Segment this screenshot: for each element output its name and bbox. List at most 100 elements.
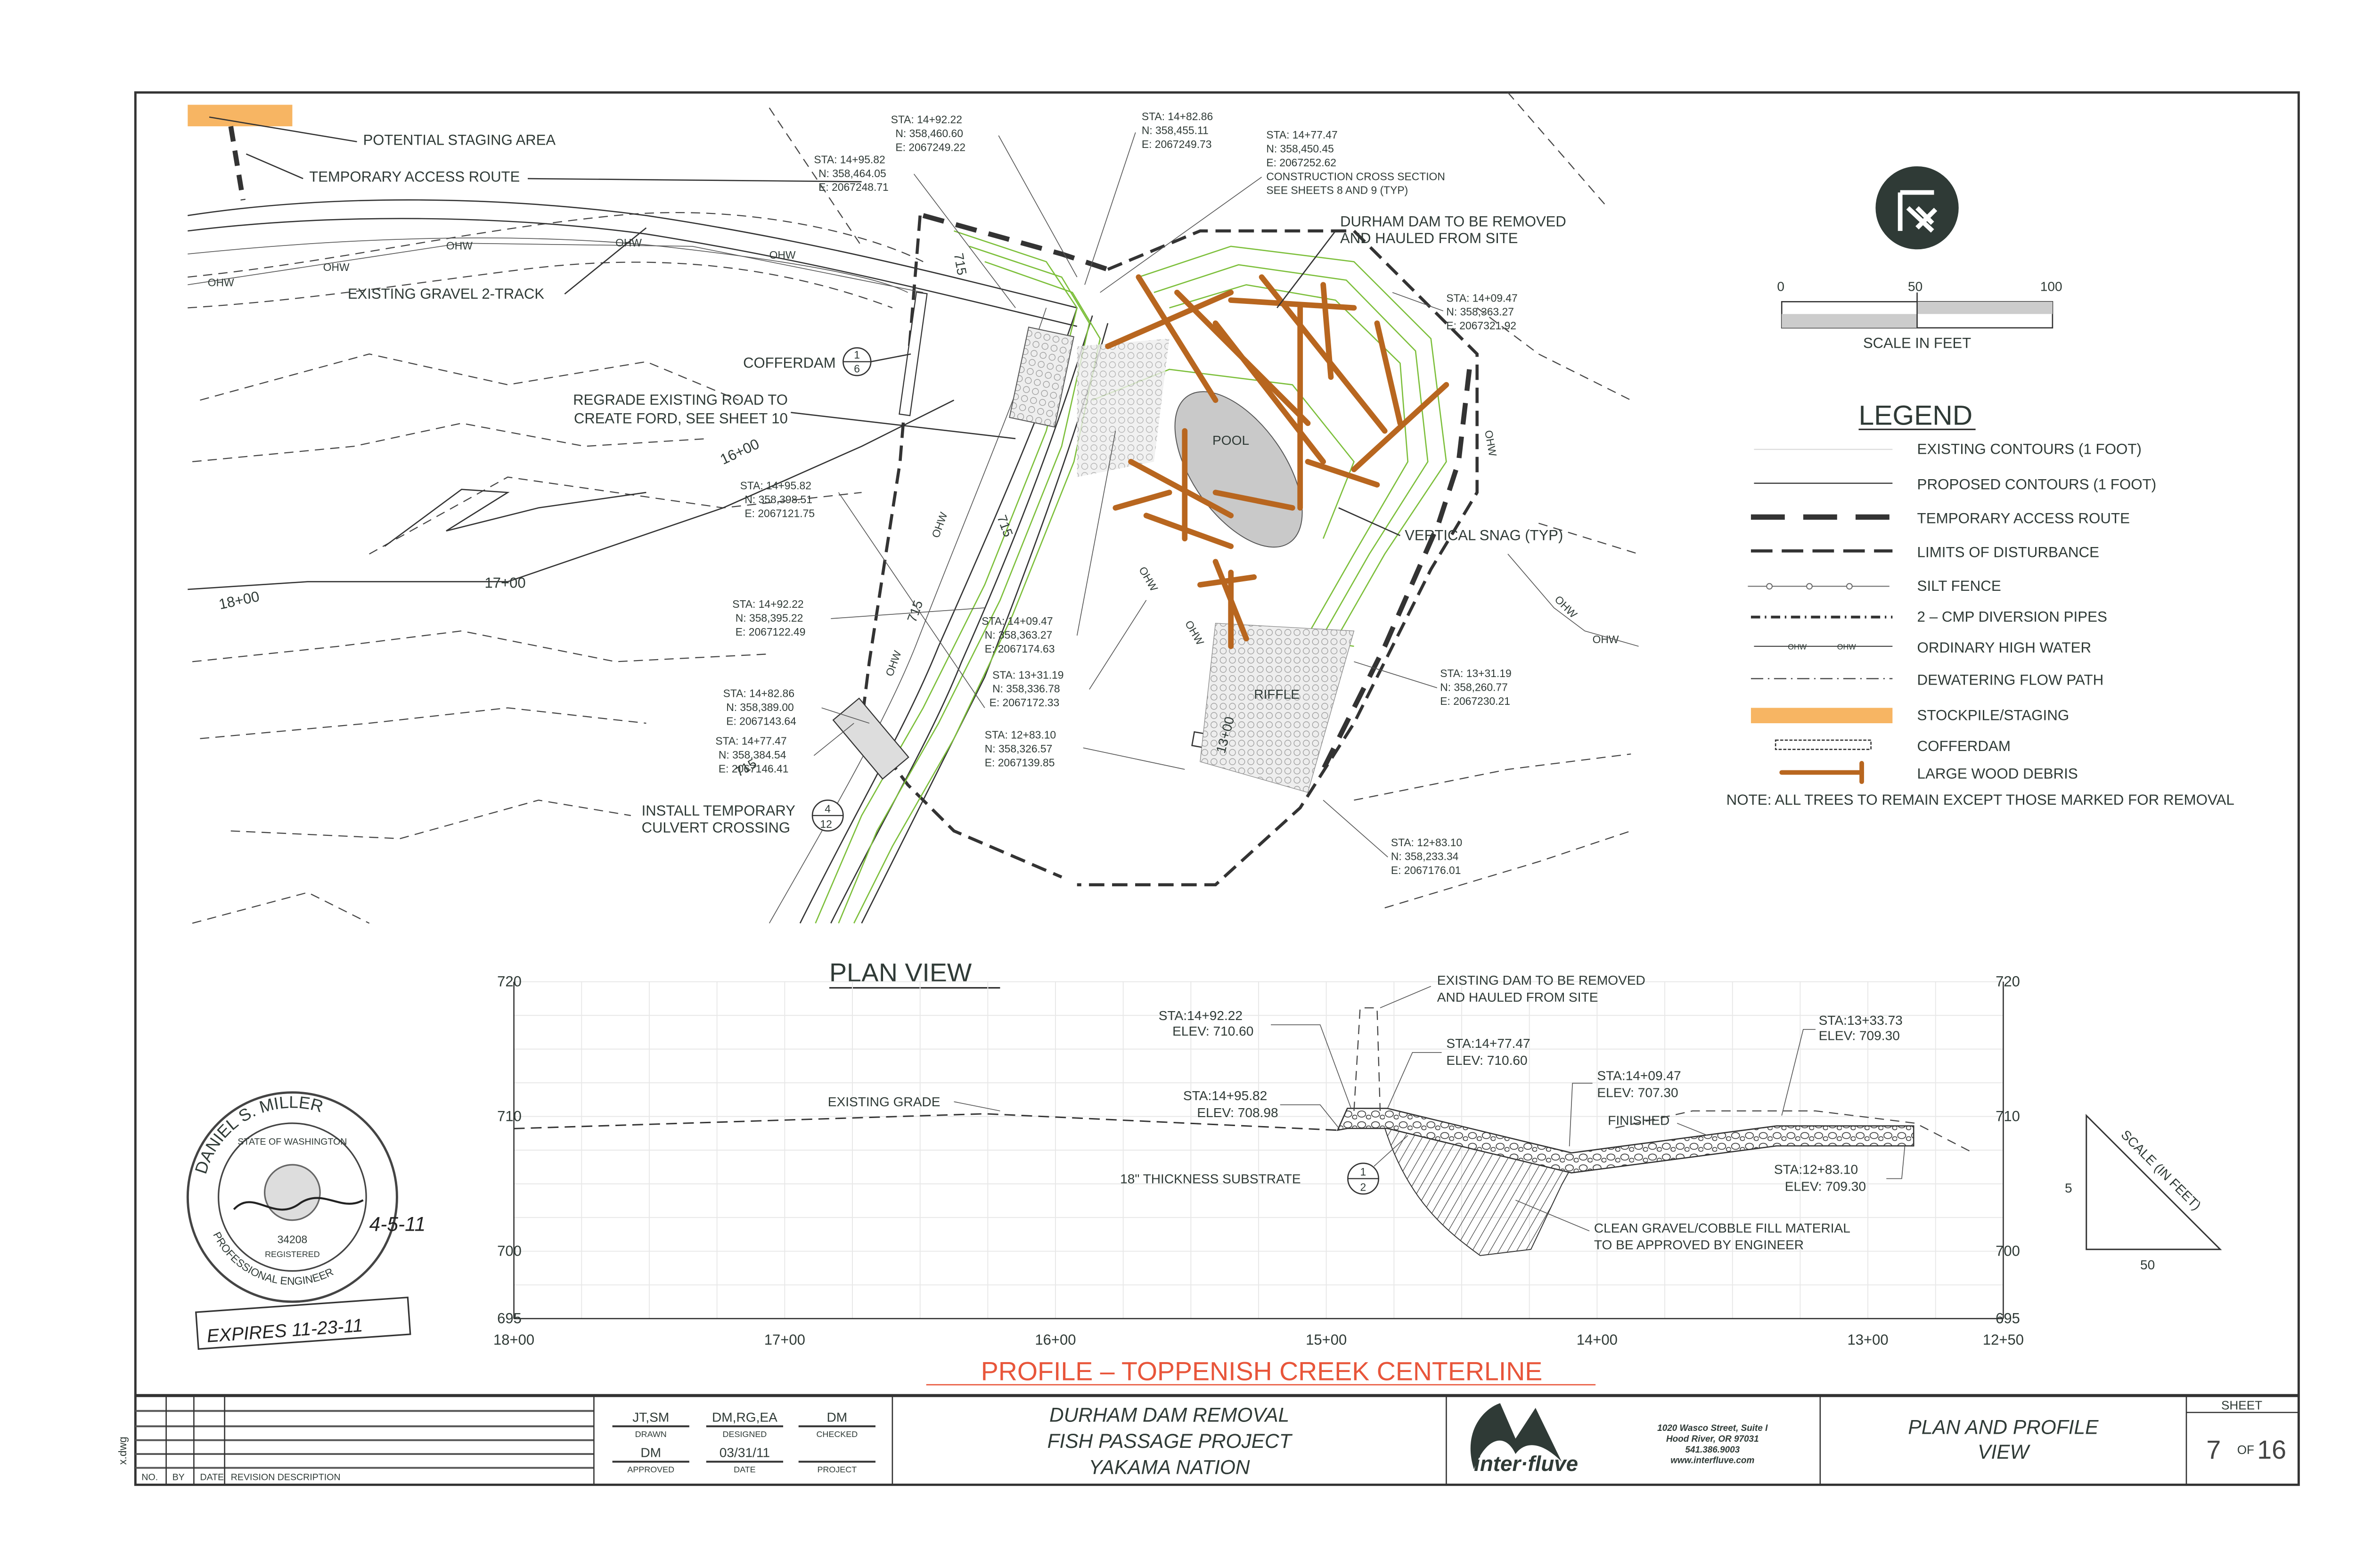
x-tick-label: 12+50 <box>1983 1331 2024 1348</box>
svg-text:E: 2067249.22: E: 2067249.22 <box>895 141 965 153</box>
svg-text:34208: 34208 <box>278 1233 308 1246</box>
staging-area <box>188 105 293 127</box>
project-title-1: DURHAM DAM REMOVAL <box>1049 1404 1289 1426</box>
svg-text:LARGE WOOD DEBRIS: LARGE WOOD DEBRIS <box>1917 766 2078 782</box>
svg-text:6: 6 <box>854 363 860 375</box>
svg-text:REVISION DESCRIPTION: REVISION DESCRIPTION <box>231 1472 341 1483</box>
svg-text:STA:14+09.47: STA:14+09.47 <box>1597 1069 1681 1083</box>
svg-text:STA:14+95.82: STA:14+95.82 <box>1183 1088 1267 1103</box>
plan-view: OHW OHW OHW OHW OHW OHW OHW OHW OHW OHW … <box>188 92 1639 924</box>
svg-text:N: 358,363.27: N: 358,363.27 <box>985 629 1053 641</box>
svg-text:STA: 14+09.47: STA: 14+09.47 <box>1446 292 1517 304</box>
svg-text:N: 358,260.77: N: 358,260.77 <box>1440 681 1508 693</box>
svg-text:DM,RG,EA: DM,RG,EA <box>712 1410 777 1424</box>
sheet-total: 16 <box>2257 1435 2286 1464</box>
svg-text:TEMPORARY ACCESS ROUTE: TEMPORARY ACCESS ROUTE <box>1917 510 2130 527</box>
svg-text:N: 358,450.45: N: 358,450.45 <box>1266 143 1334 155</box>
svg-text:OHW: OHW <box>323 261 350 273</box>
culvert-label-1: INSTALL TEMPORARY <box>642 802 795 819</box>
engineer-seal: DANIEL S. MILLER PROFESSIONAL ENGINEER S… <box>186 1091 425 1350</box>
sheet-title-2: VIEW <box>1978 1441 2030 1463</box>
dam-label-1: DURHAM DAM TO BE REMOVED <box>1340 213 1566 229</box>
x-tick-label: 14+00 <box>1577 1331 1618 1348</box>
svg-text:1020 Wasco Street, Suite I: 1020 Wasco Street, Suite I <box>1657 1423 1768 1433</box>
svg-text:STOCKPILE/STAGING: STOCKPILE/STAGING <box>1917 707 2070 723</box>
svg-text:PROJECT: PROJECT <box>817 1465 857 1474</box>
gravel-track-label: EXISTING GRAVEL 2-TRACK <box>348 286 544 302</box>
title-block: NO. BY DATE REVISION DESCRIPTION JT,SM D… <box>135 1394 2299 1485</box>
svg-text:NO.: NO. <box>141 1472 158 1483</box>
svg-text:E: 2067321.92: E: 2067321.92 <box>1446 319 1516 332</box>
svg-text:CHECKED: CHECKED <box>816 1429 858 1439</box>
svg-text:DM: DM <box>640 1446 661 1460</box>
svg-text:DATE: DATE <box>200 1472 224 1483</box>
callout-2: STA: 14+95.82 N: 358,464.05E: 2067248.71 <box>814 153 888 193</box>
access-route-label: TEMPORARY ACCESS ROUTE <box>309 169 520 185</box>
svg-text:N: 358,464.05: N: 358,464.05 <box>818 167 886 180</box>
svg-text:STA:14+92.22: STA:14+92.22 <box>1159 1008 1243 1023</box>
svg-text:1: 1 <box>854 349 860 361</box>
culvert-crossing <box>832 697 909 780</box>
project-title-3: YAKAMA NATION <box>1089 1456 1250 1478</box>
y-tick-label-left: 720 <box>497 973 522 989</box>
svg-text:OHW: OHW <box>208 277 234 289</box>
svg-text:N: 358,384.54: N: 358,384.54 <box>719 749 786 761</box>
x-tick-label: 17+00 <box>764 1331 805 1348</box>
y-tick-label-right: 700 <box>1996 1242 2020 1259</box>
regrade-label-2: CREATE FORD, SEE SHEET 10 <box>574 410 788 426</box>
profile-title: PROFILE – TOPPENISH CREEK CENTERLINE <box>981 1356 1543 1386</box>
svg-text:2 – CMP DIVERSION PIPES: 2 – CMP DIVERSION PIPES <box>1917 609 2107 625</box>
x-tick-label: 18+00 <box>493 1331 534 1348</box>
svg-text:STATE OF WASHINGTON: STATE OF WASHINGTON <box>237 1137 347 1147</box>
svg-text:CLEAN GRAVEL/COBBLE FILL MATER: CLEAN GRAVEL/COBBLE FILL MATERIAL <box>1594 1221 1850 1235</box>
svg-text:Hood River, OR 97031: Hood River, OR 97031 <box>1666 1434 1759 1444</box>
svg-text:715: 715 <box>951 252 970 277</box>
svg-text:www.interfluve.com: www.interfluve.com <box>1670 1456 1754 1466</box>
callout-7: STA: 12+83.10N: 358,233.34E: 2067176.01 <box>1391 836 1462 876</box>
vertical-snag-label: VERTICAL SNAG (TYP) <box>1405 527 1563 543</box>
svg-text:STA: 14+77.47: STA: 14+77.47 <box>1266 129 1337 141</box>
svg-text:AND HAULED FROM SITE: AND HAULED FROM SITE <box>1437 990 1598 1004</box>
svg-text:CONSTRUCTION CROSS SECTION: CONSTRUCTION CROSS SECTION <box>1266 170 1445 182</box>
svg-text:E: 2067146.41: E: 2067146.41 <box>719 763 789 775</box>
svg-text:N: 358,233.34: N: 358,233.34 <box>1391 850 1459 863</box>
svg-text:E: 2067172.33: E: 2067172.33 <box>990 696 1060 709</box>
y-tick-label-left: 710 <box>497 1108 522 1124</box>
gravel-area <box>1077 338 1170 477</box>
riffle-label: RIFFLE <box>1254 687 1300 702</box>
callout-14: STA: 12+83.10N: 358,326.57E: 2067139.85 <box>985 729 1056 769</box>
svg-text:STA: 14+95.82: STA: 14+95.82 <box>814 153 885 165</box>
svg-text:17+00: 17+00 <box>485 575 526 591</box>
callout-4: STA: 14+77.47N: 358,450.45E: 2067252.62C… <box>1266 129 1445 196</box>
dam-structure <box>1009 327 1075 428</box>
svg-text:OHW: OHW <box>446 239 473 252</box>
callout-8: STA: 14+95.82N: 358,398.51E: 2067121.75 <box>740 480 815 520</box>
svg-text:N: 358,389.00: N: 358,389.00 <box>726 701 794 713</box>
large-wood-debris <box>1105 274 1449 649</box>
station-callouts: STA: 14+92.22N: 358,460.60E: 2067249.22 … <box>715 110 1517 876</box>
svg-text:OHW: OHW <box>1137 564 1161 594</box>
callout-12: STA: 14+09.47N: 358,363.27E: 2067174.63 <box>982 615 1055 655</box>
svg-text:50: 50 <box>1908 279 1922 294</box>
svg-text:REGISTERED: REGISTERED <box>265 1250 320 1259</box>
legend-title: LEGEND <box>1858 400 1972 431</box>
svg-text:SILT FENCE: SILT FENCE <box>1917 578 2001 594</box>
svg-text:N: 358,398.51: N: 358,398.51 <box>744 493 812 506</box>
svg-text:APPROVED: APPROVED <box>627 1465 674 1474</box>
svg-text:OF: OF <box>2237 1443 2254 1457</box>
callout-11: STA: 14+77.47N: 358,384.54E: 2067146.41 <box>715 735 788 775</box>
svg-text:1: 1 <box>1360 1166 1366 1178</box>
callout-10: STA: 14+82.86N: 358,389.00 E: 2067143.64 <box>723 687 796 727</box>
svg-text:E: 2067176.01: E: 2067176.01 <box>1391 864 1461 876</box>
svg-text:STA: 14+82.86: STA: 14+82.86 <box>723 687 794 700</box>
y-tick-label-right: 720 <box>1996 973 2020 989</box>
svg-text:E: 2067248.71: E: 2067248.71 <box>818 181 889 193</box>
svg-text:inter·fluve: inter·fluve <box>1474 1452 1578 1476</box>
callout-5: STA: 14+09.47N: 358,363.27E: 2067321.92 <box>1446 292 1517 332</box>
svg-text:50: 50 <box>2140 1258 2155 1272</box>
svg-text:541.386.9003: 541.386.9003 <box>1685 1445 1740 1455</box>
svg-text:DRAWN: DRAWN <box>635 1429 667 1439</box>
substrate-layer <box>1336 1108 1914 1174</box>
svg-text:OHW: OHW <box>1837 643 1856 651</box>
svg-text:E: 2067143.64: E: 2067143.64 <box>726 715 796 727</box>
